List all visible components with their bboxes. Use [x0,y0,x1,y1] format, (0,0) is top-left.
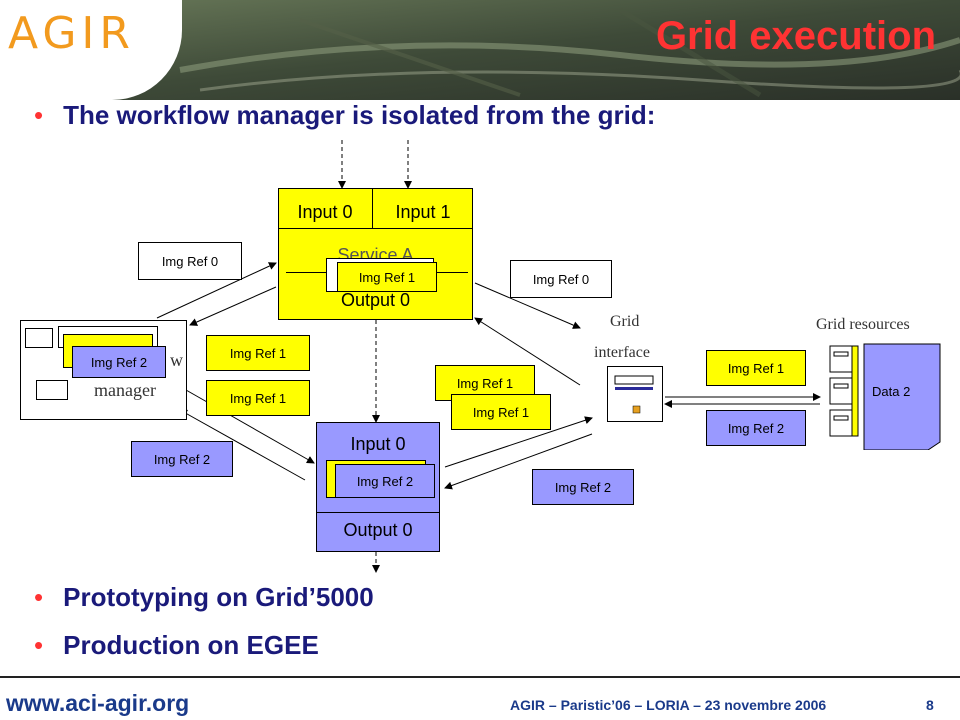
img-ref-1-b: Img Ref 1 [206,380,310,416]
img-ref-2-service-b: Img Ref 2 [335,464,435,498]
footer-caption: AGIR – Paristic’06 – LORIA – 23 novembre… [510,697,827,713]
bullet-text: Prototyping on Grid’5000 [63,582,374,612]
workflow-manager-label-partial: w [170,350,183,370]
service-a-input-divider [372,188,373,228]
img-ref-0-left: Img Ref 0 [138,242,242,280]
img-ref-1-d: Img Ref 1 [451,394,551,430]
service-a-output-0: Output 0 [340,290,411,310]
data-2-label: Data 2 [872,384,911,399]
bullet-text: Production on EGEE [63,630,319,660]
img-ref-2-grid: Img Ref 2 [706,410,806,446]
server-icon [607,366,663,422]
agir-logo: AGIR [8,8,135,59]
workflow-node [36,380,68,400]
bullet-text: The workflow manager is isolated from th… [63,100,656,130]
img-ref-2-left: Img Ref 2 [131,441,233,477]
bullet-3: • Production on EGEE [34,630,319,661]
img-ref-2-manager: Img Ref 2 [72,346,166,378]
workflow-manager-label: manager [94,380,156,400]
page-number: 8 [926,697,934,713]
slide-title: Grid execution [655,14,936,58]
img-ref-1-service-a: Img Ref 1 [337,262,437,292]
service-b-input-0: Input 0 [350,434,406,454]
service-b-output-0: Output 0 [343,520,413,540]
service-b-divider [316,512,440,513]
footer-url[interactable]: www.aci-agir.org [6,690,190,716]
logo-container: AGIR [0,0,182,100]
bullet-dot: • [34,100,44,130]
service-a-divider [278,228,473,229]
header-banner: AGIR Grid execution [0,0,960,100]
bullet-1: • The workflow manager is isolated from t… [34,100,655,131]
img-ref-1-grid: Img Ref 1 [706,350,806,386]
grid-resources-label: Grid resources [816,316,910,333]
img-ref-2-right: Img Ref 2 [532,469,634,505]
service-a [278,188,473,320]
bullet-dot: • [34,582,44,612]
bullet-2: • Prototyping on Grid’5000 [34,582,374,613]
service-a-input-0: Input 0 [297,202,353,222]
grid-interface-label-2: interface [594,344,650,361]
service-a-input-1: Input 1 [395,202,451,222]
footer-divider [0,676,960,678]
bullet-dot: • [34,630,44,660]
workflow-node [25,328,53,348]
img-ref-0-right: Img Ref 0 [510,260,612,298]
grid-resources-icon [829,343,941,450]
grid-interface-label-1: Grid [610,313,640,330]
img-ref-1-a: Img Ref 1 [206,335,310,371]
